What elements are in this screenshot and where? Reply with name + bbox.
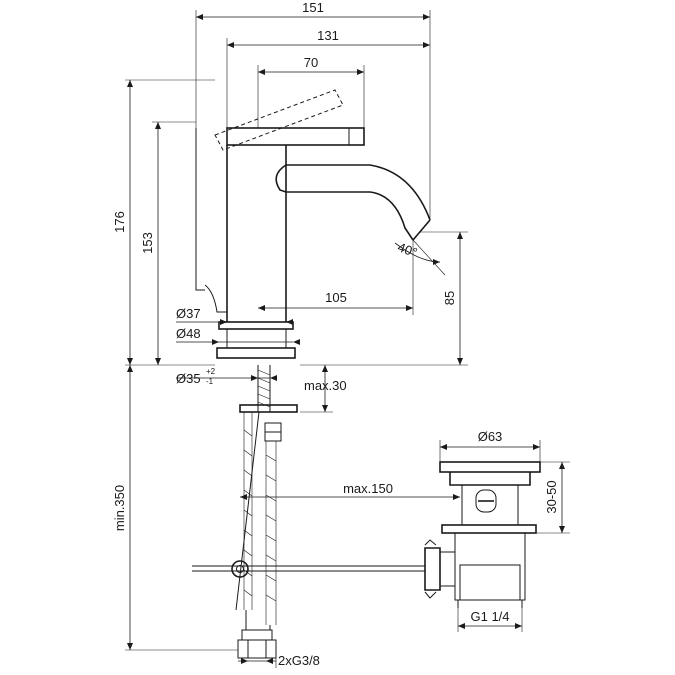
dimension-lines xyxy=(125,10,570,668)
dimension-labels: 151 131 70 176 153 85 105 40° Ø37 Ø48 Ø3… xyxy=(112,0,559,668)
label-waste-height: 30-50 xyxy=(544,480,559,513)
label-waste-diameter: Ø63 xyxy=(478,429,503,444)
label-total-height: 176 xyxy=(112,211,127,233)
lever-open-position xyxy=(214,89,344,151)
mounting-assembly xyxy=(192,365,425,659)
label-lever-angle: 40° xyxy=(396,239,420,260)
label-spout-reach: 131 xyxy=(317,28,339,43)
label-drain-rod-length: max.150 xyxy=(343,481,393,496)
label-hole-diameter: Ø35 xyxy=(176,371,201,386)
label-base-diameter: Ø48 xyxy=(176,326,201,341)
label-body-diameter: Ø37 xyxy=(176,306,201,321)
waste-drain xyxy=(424,461,541,608)
label-waste-thread: G1 1/4 xyxy=(470,609,509,624)
label-lever-length: 70 xyxy=(304,55,318,70)
label-hole-tolerance-minus: -1 xyxy=(206,377,214,386)
label-connection-thread: 2xG3/8 xyxy=(278,653,320,668)
label-lever-height: 153 xyxy=(140,232,155,254)
label-hole-tolerance-plus: +2 xyxy=(206,367,216,376)
faucet-spout xyxy=(275,164,431,241)
label-overall-width: 151 xyxy=(302,0,324,15)
label-spout-height: 85 xyxy=(442,291,457,305)
label-deck-thickness: max.30 xyxy=(304,378,347,393)
label-spout-projection: 105 xyxy=(325,290,347,305)
faucet-body xyxy=(195,127,365,359)
label-hose-length: min.350 xyxy=(112,485,127,531)
